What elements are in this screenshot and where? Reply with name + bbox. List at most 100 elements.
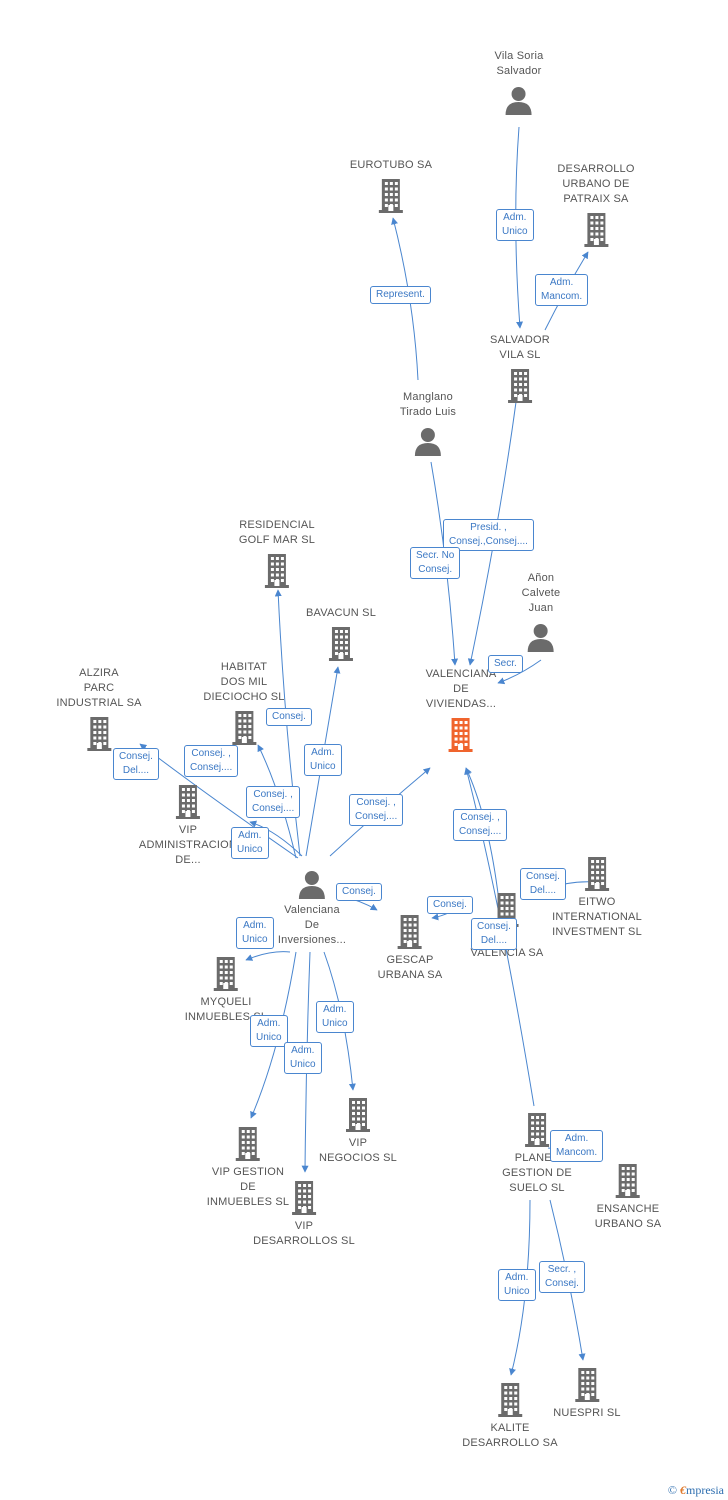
relation-tag-line: Consej. bbox=[526, 871, 560, 882]
relation-tag[interactable]: Consej. ,Consej.... bbox=[184, 745, 239, 777]
relation-tag[interactable]: Adm.Unico bbox=[496, 209, 534, 241]
relation-tag[interactable]: Consej. ,Consej.... bbox=[246, 786, 301, 818]
relation-tag[interactable]: Adm.Unico bbox=[236, 917, 274, 949]
relation-tag[interactable]: Represent. bbox=[370, 286, 431, 304]
relation-tag-line: Unico bbox=[242, 934, 268, 945]
person-icon bbox=[400, 426, 456, 456]
relation-tag-line: Consej. , bbox=[356, 797, 396, 808]
relation-tag[interactable]: Adm. Mancom. bbox=[535, 274, 589, 306]
relation-tag-line: Presid. , bbox=[470, 522, 507, 533]
relation-tag-line: Secr. No bbox=[416, 550, 455, 561]
relation-tag-line: Secr. , bbox=[547, 1264, 577, 1275]
relation-tag[interactable]: Adm.Unico bbox=[316, 1001, 354, 1033]
relation-tag-line: Del.... bbox=[529, 885, 557, 896]
relation-tag[interactable]: Adm.Unico bbox=[231, 827, 269, 859]
node-label-line: GOLF MAR SL bbox=[238, 534, 316, 546]
relation-tag[interactable]: Adm.Unico bbox=[304, 744, 342, 776]
node-label-line: URBANA SA bbox=[377, 969, 443, 981]
relation-tag[interactable]: Consej.Del.... bbox=[113, 748, 159, 780]
relation-tag-line: Adm. bbox=[323, 1004, 347, 1015]
relation-tag[interactable]: Consej. Del.... bbox=[471, 918, 517, 950]
node-label-line: PARC bbox=[83, 682, 115, 694]
relation-tag[interactable]: Secr. bbox=[488, 655, 523, 673]
node-label: RESIDENCIAL GOLF MAR SL bbox=[239, 518, 315, 548]
node-residencial-golf[interactable]: RESIDENCIAL GOLF MAR SL bbox=[239, 518, 315, 588]
building-icon bbox=[490, 369, 550, 403]
relation-tag[interactable]: Adm.Unico bbox=[284, 1042, 322, 1074]
relation-tag[interactable]: Adm.Unico bbox=[498, 1269, 536, 1301]
person-icon bbox=[522, 622, 561, 652]
node-label-line: HABITAT bbox=[220, 661, 268, 673]
node-nuespri[interactable]: NUESPRI SL bbox=[553, 1368, 621, 1421]
node-label-line: DESARROLLO SA bbox=[462, 1437, 558, 1449]
node-label-line: DESARROLLOS SL bbox=[253, 1235, 355, 1247]
node-label-line: DIECIOCHO SL bbox=[203, 691, 285, 703]
relation-tag[interactable]: Consej. bbox=[336, 883, 382, 901]
node-label-line: PLANES bbox=[514, 1152, 560, 1164]
relation-tag[interactable]: Consej. bbox=[266, 708, 312, 726]
relation-tag-line: Adm. bbox=[311, 747, 335, 758]
relation-tag-line: Del.... bbox=[480, 935, 508, 946]
building-icon bbox=[462, 1383, 558, 1417]
relation-tag[interactable]: Consej. Del.... bbox=[520, 868, 566, 900]
node-label: EUROTUBO SA bbox=[350, 158, 432, 173]
relation-tag-line: Mancom. bbox=[556, 1147, 598, 1158]
node-label-line: RESIDENCIAL bbox=[239, 519, 315, 531]
relation-tag[interactable]: Secr. ,Consej. bbox=[539, 1261, 585, 1293]
relation-tag-line: Consej.... bbox=[190, 762, 233, 773]
relation-tag-line: Adm. bbox=[549, 277, 574, 288]
building-icon bbox=[426, 718, 497, 752]
person-icon bbox=[495, 85, 544, 115]
building-icon bbox=[553, 1368, 620, 1402]
relation-tag[interactable]: Adm.Mancom. bbox=[550, 1130, 604, 1162]
relation-tag[interactable]: Consej. ,Consej.... bbox=[349, 794, 404, 826]
relation-tag-line: Mancom. bbox=[541, 291, 583, 302]
node-label-line: DESARROLLO bbox=[557, 163, 635, 175]
relation-tag[interactable]: Presid. ,Consej.,Consej.... bbox=[443, 519, 534, 551]
relation-tag-line: Unico bbox=[504, 1286, 530, 1297]
person-icon bbox=[278, 869, 346, 899]
building-icon bbox=[253, 1181, 355, 1215]
relation-tag[interactable]: Adm.Unico bbox=[250, 1015, 288, 1047]
node-label-line: Inversiones... bbox=[277, 934, 347, 946]
relation-tag[interactable]: Consej. ,Consej.... bbox=[453, 809, 508, 841]
relation-tag-line: Consej. bbox=[477, 921, 511, 932]
relation-tag[interactable]: Consej. bbox=[427, 896, 473, 914]
relation-tag-line: Unico bbox=[502, 226, 528, 237]
node-label-line: DE bbox=[453, 683, 469, 695]
relation-tag-line: Adm. bbox=[291, 1045, 315, 1056]
node-label-line: VIP bbox=[348, 1137, 368, 1149]
node-label-line: SALVADOR bbox=[490, 334, 550, 346]
node-label-line: PATRAIX SA bbox=[563, 193, 629, 205]
relation-edge bbox=[245, 951, 291, 961]
node-eurotubo[interactable]: EUROTUBO SA bbox=[350, 158, 432, 213]
node-bavacun[interactable]: BAVACUN SL bbox=[306, 606, 376, 661]
